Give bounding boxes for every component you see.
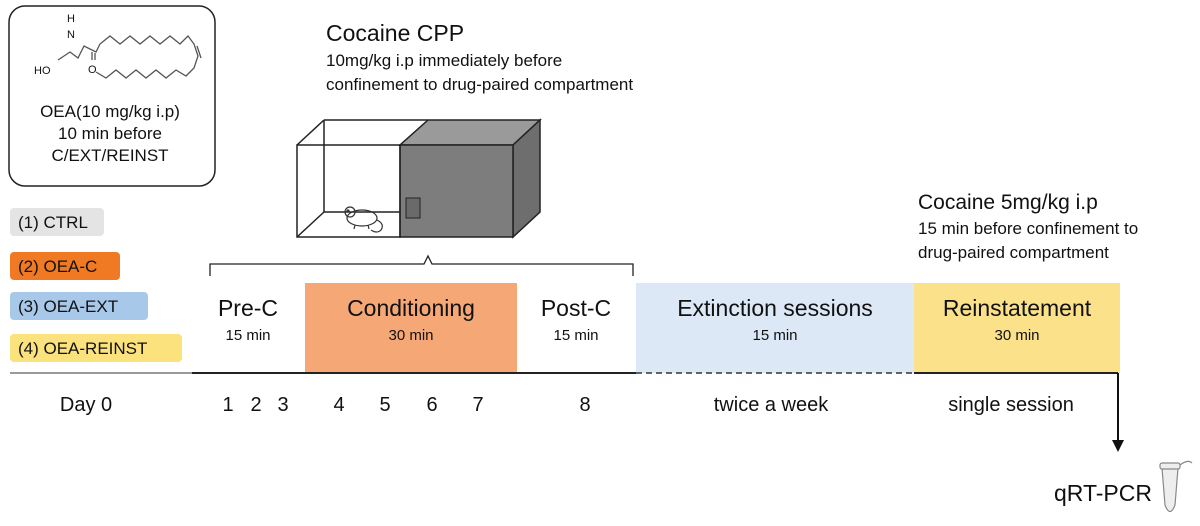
day-4: 4 <box>333 394 344 416</box>
group-label-ctrl: (1) CTRL <box>18 213 88 232</box>
day-3: 3 <box>277 394 288 416</box>
pcr-tube-icon <box>1159 460 1193 513</box>
reinstatement-note-title: Cocaine 5mg/kg i.p <box>918 191 1098 214</box>
phase-blocks: Pre-C 15 min Conditioning 30 min Post-C … <box>192 283 1120 373</box>
phase-name-reinstatement: Reinstatement <box>943 295 1092 321</box>
compound-line-2: 10 min before <box>58 124 162 143</box>
compound-panel: H N O HO OEA(10 mg/kg i.p) 10 min before… <box>8 5 216 187</box>
phase-duration-pre-c: 15 min <box>225 327 270 344</box>
day-7: 7 <box>472 394 483 416</box>
group-legend: (1) CTRL (2) OEA-C (3) OEA-EXT (4) OEA-R… <box>10 208 182 362</box>
day-8: 8 <box>579 394 590 416</box>
reinstatement-note-line-1: 15 min before confinement to <box>918 219 1138 238</box>
day-2: 2 <box>250 394 261 416</box>
group-label-oea-c: (2) OEA-C <box>18 257 97 276</box>
phase-block-conditioning <box>305 283 517 373</box>
phase-name-post-c: Post-C <box>541 295 611 321</box>
group-label-oea-ext: (3) OEA-EXT <box>18 297 118 316</box>
phase-name-pre-c: Pre-C <box>218 295 278 321</box>
phase-duration-reinstatement: 30 min <box>994 327 1039 344</box>
compound-line-1: OEA(10 mg/kg i.p) <box>40 102 180 121</box>
cpp-desc-line-1: 10mg/kg i.p immediately before <box>326 51 562 70</box>
cpp-desc-line-2: confinement to drug-paired compartment <box>326 75 633 94</box>
atom-o: O <box>88 64 97 76</box>
oea-structure-icon <box>57 35 202 79</box>
compound-line-3: C/EXT/REINST <box>51 146 168 165</box>
phase-name-conditioning: Conditioning <box>347 295 475 321</box>
cpp-apparatus-icon <box>296 118 542 239</box>
phase-duration-extinction: 15 min <box>752 327 797 344</box>
day-6: 6 <box>426 394 437 416</box>
group-label-oea-reinst: (4) OEA-REINST <box>18 339 147 358</box>
phase-duration-conditioning: 30 min <box>388 327 433 344</box>
cpp-title: Cocaine CPP <box>326 20 464 46</box>
phase-block-pre-c <box>192 283 305 373</box>
day-1: 1 <box>222 394 233 416</box>
down-arrow-icon <box>1112 373 1124 452</box>
phase-block-reinstatement <box>914 283 1120 373</box>
extinction-frequency: twice a week <box>714 394 829 416</box>
group-badge-oea-ext <box>10 292 148 320</box>
timeline: Day 0 1 2 3 4 5 6 7 8 twice a week singl… <box>10 372 1118 416</box>
group-badge-oea-reinst <box>10 334 182 362</box>
endpoint-label: qRT-PCR <box>1054 480 1152 506</box>
reinstatement-note-line-2: drug-paired compartment <box>918 243 1109 262</box>
mouse-icon <box>344 206 383 233</box>
day-0-label: Day 0 <box>60 394 112 416</box>
day-5: 5 <box>379 394 390 416</box>
atom-h: H <box>67 13 75 25</box>
phase-block-post-c <box>517 283 636 373</box>
conditioning-brace <box>209 254 634 276</box>
atom-n: N <box>67 29 75 41</box>
atom-ho: HO <box>34 65 51 77</box>
phase-block-extinction <box>636 283 914 373</box>
reinstatement-frequency: single session <box>948 394 1074 416</box>
group-badge-ctrl <box>10 208 104 236</box>
phase-duration-post-c: 15 min <box>553 327 598 344</box>
group-badge-oea-c <box>10 252 120 280</box>
phase-name-extinction: Extinction sessions <box>677 295 873 321</box>
